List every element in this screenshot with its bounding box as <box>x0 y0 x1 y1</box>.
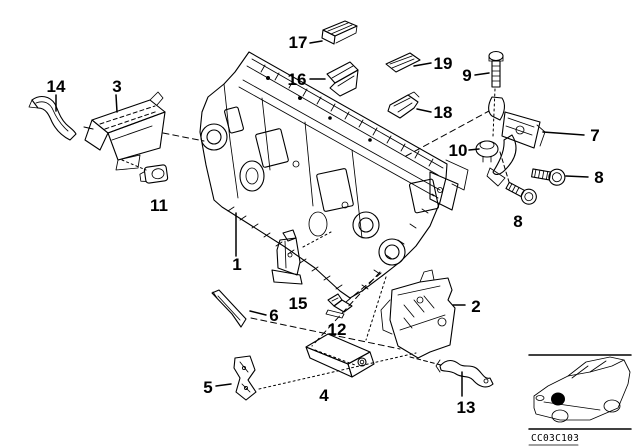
callout-label-7[interactable]: 7 <box>590 126 599 145</box>
callout-label-2[interactable]: 2 <box>471 297 480 316</box>
callout-label-3[interactable]: 3 <box>112 77 121 96</box>
part-15-drawing <box>271 229 303 285</box>
main-panel-drawing <box>199 51 469 299</box>
callout-label-16[interactable]: 16 <box>288 70 307 89</box>
part-19-drawing <box>385 52 421 73</box>
callout-label-5[interactable]: 5 <box>203 378 212 397</box>
part-14-drawing <box>28 95 77 141</box>
part-13-drawing <box>435 359 494 388</box>
callout-label-11[interactable]: 11 <box>150 196 168 215</box>
car-outline-icon <box>533 356 631 423</box>
part-6-drawing <box>211 289 247 328</box>
part-7-drawing <box>486 96 546 187</box>
callout-label-14[interactable]: 14 <box>47 77 66 96</box>
callout-label-10[interactable]: 10 <box>449 141 468 160</box>
part-11-drawing <box>139 164 169 184</box>
callout-label-4[interactable]: 4 <box>319 386 329 405</box>
callout-label-6[interactable]: 6 <box>269 306 278 325</box>
part-4-drawing <box>305 333 375 378</box>
part-8b-drawing <box>505 181 537 205</box>
part-9-drawing <box>488 50 504 88</box>
location-dot <box>551 392 565 406</box>
callout-label-8a[interactable]: 8 <box>594 168 603 187</box>
callout-label-1[interactable]: 1 <box>232 255 241 274</box>
part-18-drawing <box>387 91 420 119</box>
part-2-drawing <box>380 269 456 359</box>
diagram-code: CC03C103 <box>531 433 579 444</box>
leader-lines <box>55 40 589 397</box>
callout-label-19[interactable]: 19 <box>434 54 453 73</box>
part-12-drawing <box>325 293 353 319</box>
callout-label-12[interactable]: 12 <box>328 320 347 339</box>
callout-label-17[interactable]: 17 <box>289 33 308 52</box>
part-8a-drawing <box>531 168 566 186</box>
callout-labels: 14 3 17 16 19 18 9 10 7 8 8 11 1 15 6 12… <box>47 33 604 417</box>
part-3-drawing <box>84 91 166 171</box>
callout-label-13[interactable]: 13 <box>457 398 476 417</box>
part-10-drawing <box>475 140 499 163</box>
part-17-drawing <box>321 20 358 45</box>
car-locator-inset: CC03C103 <box>528 354 632 446</box>
callout-label-9[interactable]: 9 <box>462 66 471 85</box>
part-16-drawing <box>326 61 359 97</box>
callout-label-8b[interactable]: 8 <box>513 212 522 231</box>
callout-label-15[interactable]: 15 <box>289 294 308 313</box>
callout-label-18[interactable]: 18 <box>434 103 453 122</box>
part-5-drawing <box>233 355 257 401</box>
